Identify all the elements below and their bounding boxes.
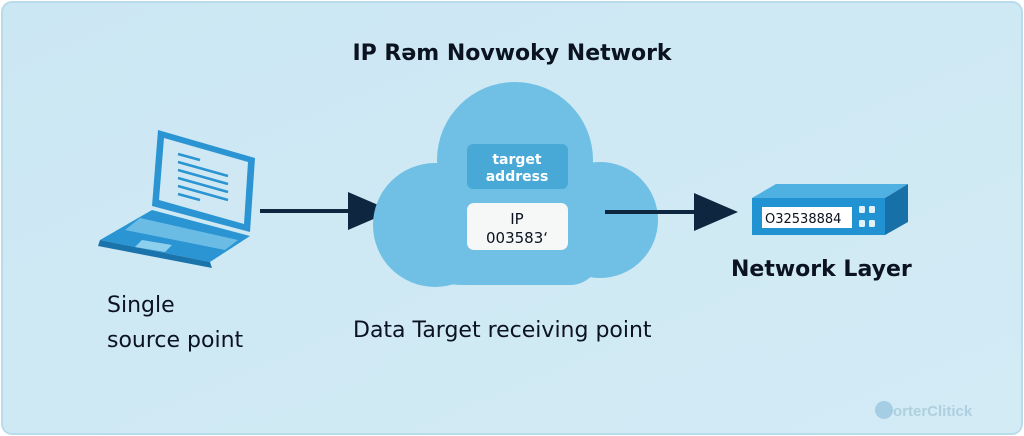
cloud-caption: Data Target receiving point [353,318,652,343]
arrow-right-icon [260,192,392,230]
network-switch-icon [752,184,908,235]
ip-label: IP [510,210,523,228]
watermark-logo: orterClitick [875,401,973,420]
target-label-line2: address [486,169,549,185]
device-display: O32538884 [765,212,841,227]
target-address-badge [467,144,568,189]
device-caption: Network Layer [731,257,912,282]
target-label-line1: target [492,152,542,168]
svg-text:orterClitick: orterClitick [893,403,973,420]
diagram-title: IP Rəm Novwoky Network [352,41,672,66]
laptop-icon [98,130,255,268]
ip-address-box [467,203,568,250]
ip-value: 003583‘ [486,229,548,247]
source-label-line2: source point [107,328,244,353]
source-label-line1: Single [107,293,175,318]
arrow-right-icon [605,193,738,231]
